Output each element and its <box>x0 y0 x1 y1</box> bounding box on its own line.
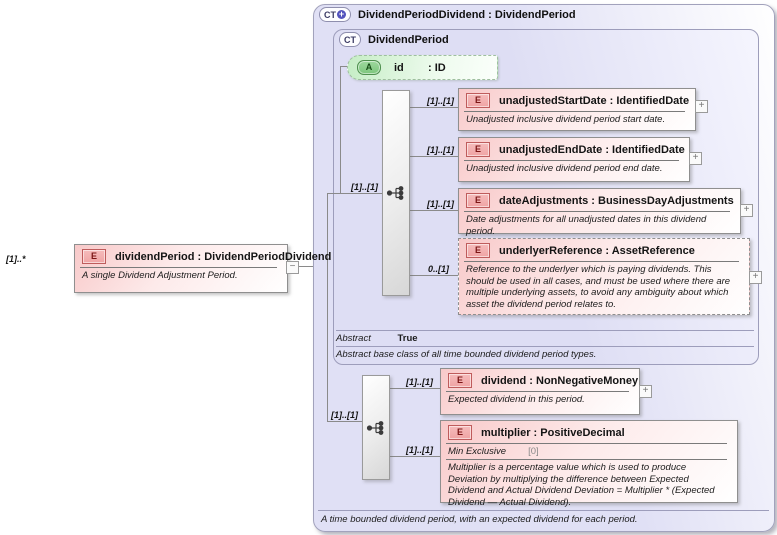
facet-value: [0] <box>528 446 539 457</box>
abstract-value: True <box>397 333 418 344</box>
trunk-outer <box>327 193 328 422</box>
expand-button[interactable]: + <box>740 204 753 217</box>
element-annotation: Date adjustments for all unadjusted date… <box>466 214 707 237</box>
cardinality-dividendPeriod: [1]..* <box>6 254 26 264</box>
element-annotation: Reference to the underlyer which is payi… <box>466 264 731 310</box>
complex-type-title: DividendPeriodDividend : DividendPeriod <box>358 8 576 21</box>
ct-badge-label: CT <box>344 34 356 45</box>
element-label: dateAdjustments : BusinessDayAdjustments <box>499 194 734 207</box>
abstract-facet-row: Abstract True <box>336 333 418 344</box>
derived-plus-icon: + <box>337 9 346 19</box>
divider <box>336 330 754 331</box>
expand-button[interactable]: + <box>689 152 702 165</box>
expand-button[interactable]: + <box>695 100 708 113</box>
branch-dateAdjustments <box>408 210 458 211</box>
facet-label: Min Exclusive <box>448 446 507 457</box>
element-label: unadjustedEndDate : IdentifiedDate <box>499 143 685 156</box>
base-type-annotation: Abstract base class of all time bounded … <box>336 349 597 360</box>
complex-type-header: CT+ DividendPeriodDividend : DividendPer… <box>319 7 576 22</box>
element-underlyerReference[interactable]: E underlyerReference : AssetReference Re… <box>458 238 750 315</box>
divider <box>464 211 730 212</box>
abstract-label: Abstract <box>336 333 371 344</box>
element-icon: E <box>466 193 490 208</box>
cardinality-unadjustedStartDate: [1]..[1] <box>427 96 454 106</box>
attribute-name: id <box>394 61 404 74</box>
sequence-icon <box>366 420 384 435</box>
base-type-title: DividendPeriod <box>368 33 449 46</box>
expand-button[interactable]: + <box>749 271 762 284</box>
divider <box>464 111 685 112</box>
element-multiplier[interactable]: E multiplier : PositiveDecimal Min Exclu… <box>440 420 738 508</box>
element-icon: E <box>466 93 490 108</box>
collapse-button[interactable]: − <box>286 261 299 274</box>
element-annotation: Expected dividend in this period. <box>448 394 585 405</box>
element-label: unadjustedStartDate : IdentifiedDate <box>499 94 690 107</box>
element-header: E dividendPeriod : DividendPeriodDividen… <box>75 245 331 266</box>
element-label: underlyerReference : AssetReference <box>499 244 695 257</box>
base-type-header: CT DividendPeriod <box>339 32 449 47</box>
branch-dividend <box>388 388 440 389</box>
attribute-icon: A <box>357 60 381 75</box>
connector-attribute <box>340 66 347 67</box>
divider <box>318 510 769 511</box>
sequence-icon <box>386 186 404 200</box>
branch-multiplier <box>388 456 440 457</box>
divider <box>336 346 754 347</box>
cardinality-unadjustedEndDate: [1]..[1] <box>427 145 454 155</box>
element-label: multiplier : PositiveDecimal <box>481 426 625 439</box>
cardinality-dateAdjustments: [1]..[1] <box>427 199 454 209</box>
sequence-group-2[interactable] <box>362 375 390 480</box>
cardinality-dividend: [1]..[1] <box>406 377 433 387</box>
element-label: dividend : NonNegativeMoney <box>481 374 639 387</box>
cardinality-underlyerReference: 0..[1] <box>428 264 450 274</box>
element-annotation: Unadjusted inclusive dividend period end… <box>466 163 663 174</box>
complex-type-badge: CT+ <box>319 7 351 22</box>
element-icon: E <box>466 142 490 157</box>
cardinality-multiplier: [1]..[1] <box>406 445 433 455</box>
element-annotation: Multiplier is a percentage value which i… <box>448 462 715 508</box>
divider <box>446 459 727 460</box>
element-icon: E <box>448 425 472 440</box>
element-icon: E <box>82 249 106 264</box>
element-annotation: Unadjusted inclusive dividend period sta… <box>466 114 666 125</box>
cardinality-sequence1: [1]..[1] <box>351 182 378 192</box>
divider <box>80 267 277 268</box>
attribute-type: : ID <box>428 61 446 74</box>
branch-unadjustedStartDate <box>408 107 458 108</box>
cardinality-sequence2: [1]..[1] <box>331 410 358 420</box>
element-label: dividendPeriod : DividendPeriodDividend <box>115 250 332 263</box>
element-unadjustedStartDate[interactable]: E unadjustedStartDate : IdentifiedDate U… <box>458 88 696 131</box>
trunk-inner <box>340 66 341 194</box>
element-unadjustedEndDate[interactable]: E unadjustedEndDate : IdentifiedDate Una… <box>458 137 690 182</box>
element-annotation: A single Dividend Adjustment Period. <box>82 270 238 281</box>
branch-unadjustedEndDate <box>408 156 458 157</box>
ct-badge-label: CT <box>324 9 336 20</box>
connector-sequence2 <box>327 421 362 422</box>
expand-button[interactable]: + <box>639 385 652 398</box>
base-type-badge: CT <box>339 32 361 47</box>
divider <box>464 160 679 161</box>
connector-sequence1 <box>327 193 382 194</box>
element-dateAdjustments[interactable]: E dateAdjustments : BusinessDayAdjustmen… <box>458 188 741 237</box>
connector-left-element <box>297 266 313 267</box>
element-dividend[interactable]: E dividend : NonNegativeMoney Expected d… <box>440 368 640 415</box>
attribute-id[interactable]: A id : ID <box>347 55 498 80</box>
element-icon: E <box>448 373 472 388</box>
facet-row: Min Exclusive [0] <box>441 444 737 458</box>
element-icon: E <box>466 243 490 258</box>
container-annotation: A time bounded dividend period, with an … <box>321 514 638 525</box>
sequence-group-1[interactable] <box>382 90 410 296</box>
branch-underlyerReference <box>408 275 458 276</box>
divider <box>446 443 727 444</box>
divider <box>464 261 739 262</box>
divider <box>446 391 629 392</box>
element-dividendPeriod[interactable]: E dividendPeriod : DividendPeriodDividen… <box>74 244 331 293</box>
